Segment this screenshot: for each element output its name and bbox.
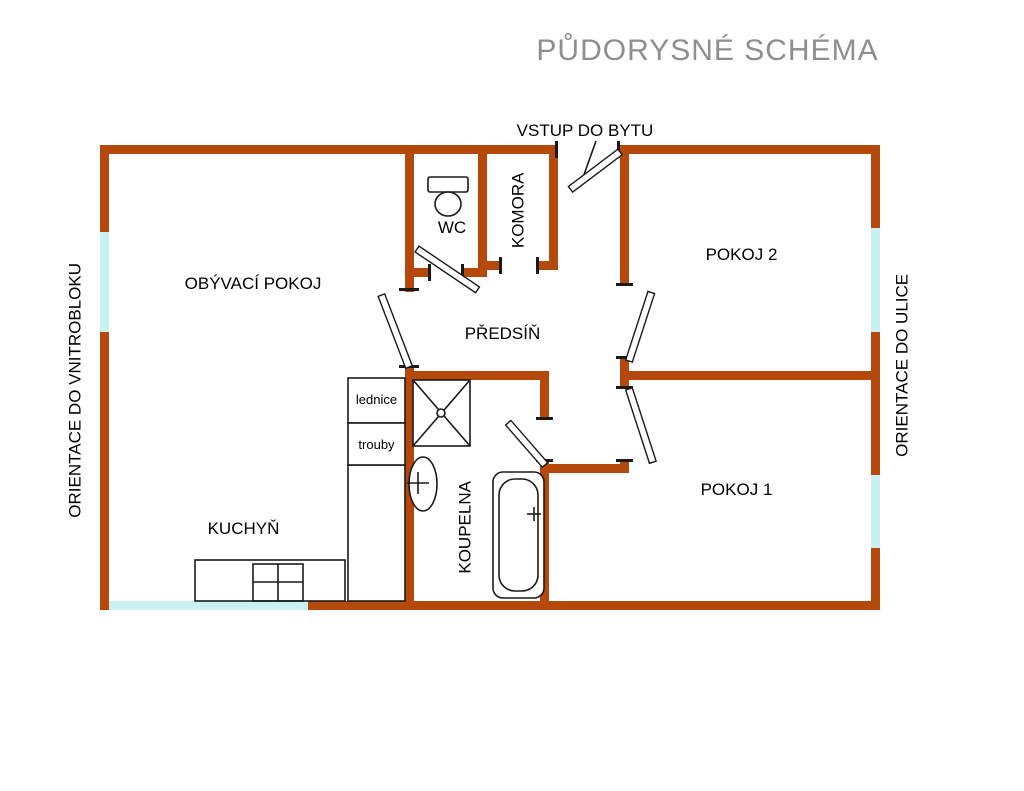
oven-box: [347, 422, 406, 466]
entrance-door-symbol: [567, 140, 624, 194]
washbasin-icon: [407, 456, 438, 512]
label-hallway: PŘEDSÍŇ: [464, 324, 541, 343]
shower-icon: [412, 379, 471, 447]
page-title: PŮDORYSNÉ SCHÉMA: [536, 34, 879, 67]
label-orientation-street: ORIENTACE DO ULICE: [892, 273, 912, 457]
wc-door-symbol: [414, 245, 481, 294]
room1-door-symbol: [624, 387, 658, 465]
stove-icon: [252, 563, 304, 602]
label-room1: POKOJ 1: [700, 480, 773, 499]
toilet-icon: [427, 176, 469, 217]
label-entrance: VSTUP DO BYTU: [516, 121, 654, 140]
label-fridge: lednice: [355, 392, 398, 407]
label-orientation-courtyard: ORIENTACE DO VNITROBLOKU: [65, 262, 85, 518]
window-segments: [100, 228, 880, 610]
label-wc: WC: [437, 218, 467, 237]
label-ovens: trouby: [358, 437, 395, 452]
living-room-door-symbol: [377, 292, 414, 370]
window-left-icon: [100, 232, 109, 332]
label-pantry: KOMORA: [508, 172, 528, 249]
kitchen-counter: [194, 559, 346, 602]
room2-door-symbol: [624, 290, 656, 363]
window-right-bottom-icon: [871, 475, 880, 548]
counter-column: [347, 464, 406, 602]
bathtub-icon: [492, 471, 545, 599]
window-bottom-icon: [109, 601, 308, 610]
interior-walls: [405, 145, 880, 610]
window-right-top-icon: [871, 228, 880, 332]
bathroom-door-symbol: [504, 419, 549, 469]
label-room2: POKOJ 2: [705, 245, 778, 264]
label-kitchen: KUCHYŇ: [207, 519, 280, 538]
label-living-room: OBÝVACÍ POKOJ: [184, 274, 322, 293]
label-bathroom: KOUPELNA: [455, 481, 475, 574]
